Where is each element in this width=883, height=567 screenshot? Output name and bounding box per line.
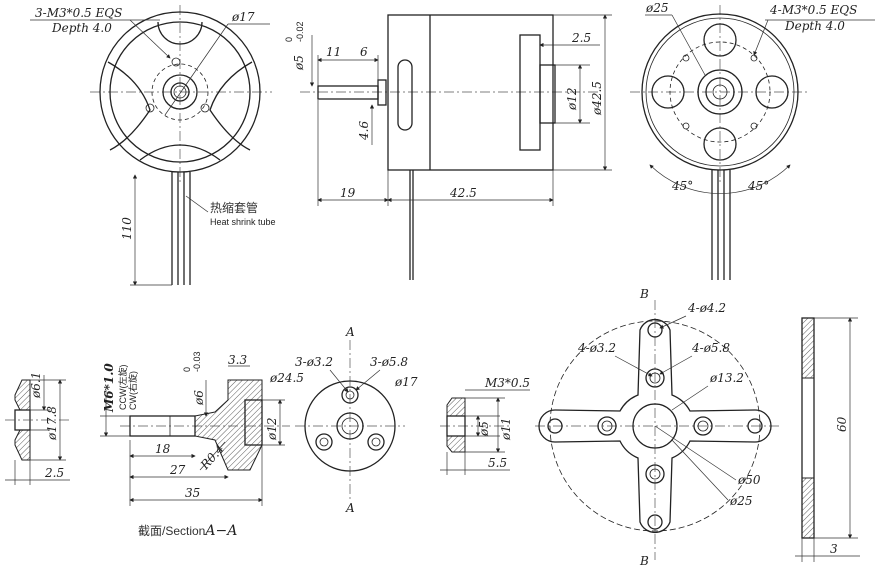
dim-18: 18 bbox=[155, 442, 171, 456]
rear-dia-25: ø25 bbox=[645, 1, 669, 15]
depth-note: Depth 4.0 bbox=[51, 21, 112, 35]
bore-tol-lower: -0.03 bbox=[192, 351, 202, 372]
collet-drawing: ø6.1 ø17.8 2.5 bbox=[5, 372, 70, 485]
angle-right: 45° bbox=[747, 179, 769, 193]
dia-24-5: ø24.5 bbox=[269, 371, 304, 385]
prop-adapter-section: M6*1.0 CCW(左旋) CW(右旋) ø6 0 -0.03 3.3 ø24… bbox=[100, 351, 304, 539]
adapter-dia-17: ø17 bbox=[394, 375, 418, 389]
thread-m6: M6*1.0 bbox=[102, 363, 116, 413]
thread-note: 3-M3*0.5 EQS bbox=[35, 6, 122, 20]
heat-shrink-en: Heat shrink tube bbox=[210, 217, 276, 227]
dim-42-5-dia: ø42.5 bbox=[590, 81, 604, 116]
diameter-17-label: ø17 bbox=[231, 10, 255, 24]
holes-3-5-8: 3-ø5.8 bbox=[370, 355, 408, 369]
bore-dia: ø6 bbox=[192, 390, 206, 406]
section-mark-b-bottom: B bbox=[639, 554, 649, 567]
holes-4-4-2: 4-ø4.2 bbox=[687, 301, 726, 315]
mount-height-60: 60 bbox=[835, 416, 849, 432]
holes-3-3-2: 3-ø3.2 bbox=[295, 355, 333, 369]
dim-19: 19 bbox=[340, 186, 356, 200]
dim-27: 27 bbox=[169, 463, 186, 477]
mount-thickness-3: 3 bbox=[830, 542, 838, 556]
cw-label: CW(右旋) bbox=[127, 371, 138, 410]
collet-dim-2-5: 2.5 bbox=[44, 466, 64, 480]
nut-drawing: M3*0.5 ø5 ø11 5.5 bbox=[440, 376, 530, 475]
mount-dia-25: ø25 bbox=[729, 494, 753, 508]
nut-dim-5-5: 5.5 bbox=[488, 456, 507, 470]
collet-dia-6-1: ø6.1 bbox=[29, 372, 43, 399]
collet-dia-17-8: ø17.8 bbox=[45, 406, 59, 441]
motor-side-view: 11 6 ø5 0 -0.02 4.6 19 42.5 2.5 ø12 ø42.… bbox=[284, 14, 612, 280]
dim-6: 6 bbox=[360, 45, 368, 59]
dim-35: 35 bbox=[185, 486, 200, 500]
holes-4-3-2: 4-ø3.2 bbox=[577, 341, 616, 355]
section-mark-a-top: A bbox=[345, 325, 355, 339]
rear-thread-note: 4-M3*0.5 EQS bbox=[769, 3, 857, 17]
nut-dia-11: ø11 bbox=[499, 418, 513, 442]
mount-dia-50: ø50 bbox=[737, 473, 761, 487]
section-mark-a-bottom: A bbox=[345, 501, 355, 515]
angle-left: 45° bbox=[671, 179, 693, 193]
shaft-dia-label: ø5 bbox=[292, 55, 306, 71]
dia-12-adapter: ø12 bbox=[265, 418, 279, 442]
lead-length-label: 110 bbox=[120, 217, 134, 240]
dim-4-6: 4.6 bbox=[357, 121, 371, 141]
motor-front-view: 110 3-M3*0.5 EQS Depth 4.0 ø17 热缩套管 Heat… bbox=[30, 5, 276, 286]
shaft-tol-upper: 0 bbox=[284, 37, 294, 42]
bore-tol-upper: 0 bbox=[182, 367, 192, 372]
dim-11: 11 bbox=[326, 45, 341, 59]
dim-2-5: 2.5 bbox=[571, 31, 591, 45]
motor-rear-view: ø25 4-M3*0.5 EQS Depth 4.0 45° 45° bbox=[630, 1, 875, 280]
dim-12: ø12 bbox=[565, 88, 579, 112]
dim-42-5-length: 42.5 bbox=[449, 186, 477, 200]
mount-dia-13-2: ø13.2 bbox=[709, 371, 744, 385]
mount-cross-plate: B B 4-ø4.2 4-ø3.2 4-ø5.8 ø13.2 ø50 ø25 6… bbox=[535, 287, 860, 567]
ccw-label: CCW(左旋) bbox=[117, 365, 128, 411]
nut-thread: M3*0.5 bbox=[484, 376, 530, 390]
holes-4-5-8: 4-ø5.8 bbox=[691, 341, 730, 355]
nut-dia-5: ø5 bbox=[477, 421, 491, 437]
heat-shrink-cn: 热缩套管 bbox=[210, 200, 258, 215]
dim-3-3: 3.3 bbox=[228, 353, 247, 367]
adapter-front-view: A A 3-ø3.2 3-ø5.8 ø17 bbox=[295, 325, 418, 515]
section-mark-b-top: B bbox=[639, 287, 649, 301]
shaft-tol-lower: -0.02 bbox=[295, 21, 305, 42]
section-caption: 截面/SectionA−A bbox=[138, 523, 237, 539]
rear-depth-note: Depth 4.0 bbox=[784, 19, 845, 33]
